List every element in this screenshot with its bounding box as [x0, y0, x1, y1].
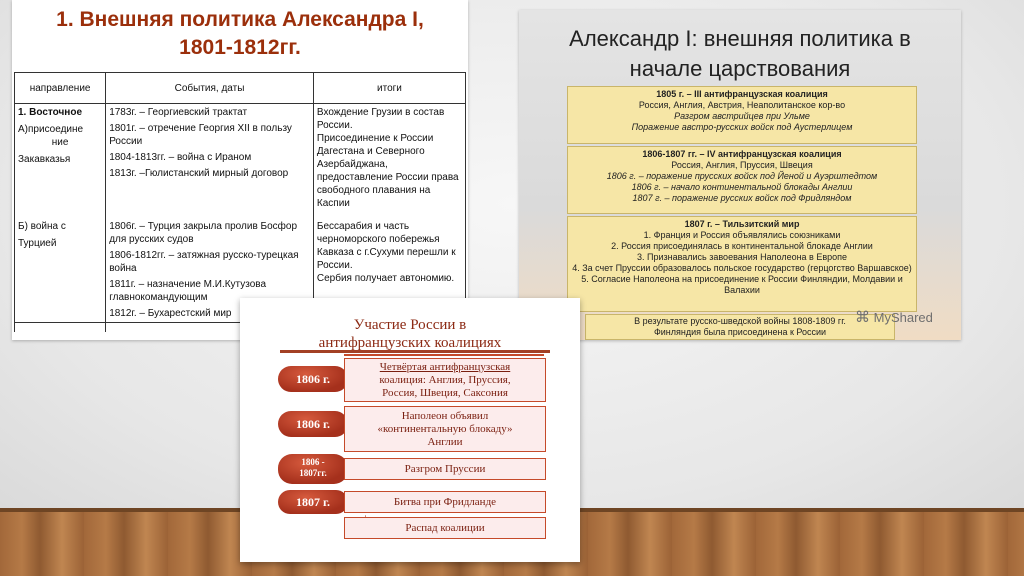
event-line: Распад коалиции: [405, 522, 485, 534]
box-line: 3. Признавались завоевания Наполеона в Е…: [636, 252, 848, 262]
result-text: Бессарабия и часть черноморского побереж…: [316, 221, 456, 271]
slide-coalitions[interactable]: Участие России в антифранцузских коалици…: [240, 298, 580, 562]
box-line: 2. Россия присоединялась в континентальн…: [611, 241, 873, 251]
date-text: 1806 г.: [295, 372, 331, 386]
header-direction: направление: [13, 72, 107, 104]
watermark-icon: ⌘: [855, 309, 870, 326]
dir-text: 1. Восточное: [18, 107, 83, 118]
event-line: Англии: [427, 436, 463, 448]
box-line: Россия, Англия, Австрия, Неаполитанское …: [638, 100, 846, 110]
slide-foreign-policy-table[interactable]: 1. Внешняя политика Александра I, 1801-1…: [12, 0, 468, 340]
slide3-title: Участие России в антифранцузских коалици…: [240, 316, 580, 352]
cell-events: 1783г. – Георгиевский трактат 1801г. – о…: [105, 103, 314, 218]
box-line: 5. Согласие Наполеона на присоединение к…: [581, 274, 903, 295]
dir-text: Закавказья: [18, 154, 71, 165]
slide-alexander-early-policy[interactable]: Александр I: внешняя политика в начале ц…: [519, 10, 961, 340]
box-line: 1806 г. – начало континентальной блокады…: [631, 182, 853, 192]
date-pill: 1806 - 1807гг.: [278, 454, 348, 484]
event-box: Битва при Фридланде: [344, 491, 546, 513]
event-line: Россия, Швеция, Саксония: [382, 387, 508, 399]
event-box: Распад коалиции: [344, 517, 546, 539]
event-text: 1813г. –Гюлистанский мирный договор: [109, 168, 289, 179]
table-header-row: направление События, даты итоги: [13, 72, 467, 104]
dir-text: Б) война с: [18, 221, 66, 232]
title-underline: [280, 350, 550, 353]
event-text: 1806-1812гг. – затяжная русско-турецкая …: [109, 250, 299, 274]
event-text: 1801г. – отречение Георгия XII в пользу …: [109, 123, 292, 147]
result-text: Вхождение Грузии в состав России.: [316, 107, 445, 131]
event-line: Наполеон объявил: [401, 410, 489, 422]
date-text: 1806 -: [301, 457, 325, 467]
slide2-title-text: Александр I: внешняя политика в начале ц…: [569, 26, 911, 81]
slide1-title: 1. Внешняя политика Александра I, 1801-1…: [12, 6, 468, 62]
dir-text: Турцией: [18, 238, 57, 249]
result-text: Присоединение к России Дагестана и Север…: [316, 133, 459, 209]
watermark-text: MyShared: [873, 310, 933, 325]
date-pill: 1806 г.: [278, 366, 348, 392]
finland-box: В результате русско-шведской войны 1808-…: [585, 314, 895, 340]
event-text: 1812г. – Бухарестский мир: [109, 308, 232, 319]
box-heading: 1806-1807 гг. – IV антифранцузская коали…: [642, 149, 842, 159]
result-text: Сербия получает автономию.: [316, 273, 455, 284]
cell-direction: Б) война с Турцией: [13, 218, 107, 332]
box-line: Россия, Англия, Пруссия, Швеция: [671, 160, 813, 170]
event-text: 1806г. – Турция закрыла пролив Босфор дл…: [109, 221, 298, 245]
box-line: 1806 г. – поражение прусских войск под Й…: [606, 171, 878, 181]
box-line: В результате русско-шведской войны 1808-…: [634, 316, 846, 326]
header-events: События, даты: [105, 72, 314, 104]
dir-text: ние: [51, 137, 69, 148]
policy-table: направление События, даты итоги 1. Восто…: [13, 72, 467, 332]
cell-results: Вхождение Грузии в состав России. Присое…: [312, 103, 467, 218]
box-line: 4. За счет Пруссии образовалось польское…: [572, 263, 912, 273]
cell-direction: 1. Восточное А)присоедине ние Закавказья: [13, 103, 107, 218]
box-line: 1. Франция и Россия объявлялись союзника…: [643, 230, 841, 240]
event-box: Наполеон объявил «континентальную блокад…: [344, 406, 546, 452]
box-heading: 1805 г. – III антифранцузская коалиция: [656, 89, 828, 99]
event-box: Четвёртая антифранцузская коалиция: Англ…: [344, 358, 546, 402]
coalition-4-box: 1806-1807 гг. – IV антифранцузская коали…: [567, 146, 917, 214]
connector-bar: [344, 354, 544, 356]
event-line: коалиция: Англия, Пруссия,: [379, 374, 511, 386]
event-line: «континентальную блокаду»: [377, 423, 513, 435]
box-line: Поражение австро-русских войск под Аусте…: [631, 122, 853, 132]
date-pill: 1806 г.: [278, 411, 348, 437]
slide3-title-line: Участие России в: [353, 317, 467, 333]
event-text: 1804-1813гг. – война с Ираном: [109, 152, 252, 163]
cell-events: 1806г. – Турция закрыла пролив Босфор дл…: [105, 218, 314, 332]
event-line: Четвёртая антифранцузская: [379, 361, 511, 373]
slide1-title-text: 1. Внешняя политика Александра I, 1801-1…: [56, 8, 424, 59]
event-line: Битва при Фридланде: [393, 496, 497, 508]
event-text: 1783г. – Георгиевский трактат: [109, 107, 248, 118]
box-line: Финляндия была присоединена к России: [653, 327, 827, 337]
watermark: ⌘ MyShared: [855, 308, 933, 326]
event-box: Разгром Пруссии: [344, 458, 546, 480]
coalition-3-box: 1805 г. – III антифранцузская коалиция Р…: [567, 86, 917, 144]
date-text: 1807гг.: [299, 468, 327, 478]
dir-text: А)присоедине: [18, 124, 84, 135]
tilsit-peace-box: 1807 г. – Тильзитский мир 1. Франция и Р…: [567, 216, 917, 312]
date-text: 1806 г.: [295, 417, 331, 431]
event-line: Разгром Пруссии: [404, 463, 486, 475]
table-row: 1. Восточное А)присоедине ние Закавказья…: [13, 103, 467, 218]
event-text: 1811г. – назначение М.И.Кутузова главнок…: [109, 279, 267, 303]
header-results: итоги: [312, 72, 467, 104]
date-pill: 1807 г.: [278, 490, 348, 514]
box-heading: 1807 г. – Тильзитский мир: [684, 219, 800, 229]
box-line: Разгром австрийцев при Ульме: [674, 111, 810, 121]
slide2-title: Александр I: внешняя политика в начале ц…: [519, 24, 961, 84]
date-text: 1807 г.: [295, 495, 331, 509]
box-line: 1807 г. – поражение русских войск под Фр…: [632, 193, 852, 203]
slide3-title-line: антифранцузских коалициях: [318, 335, 502, 351]
